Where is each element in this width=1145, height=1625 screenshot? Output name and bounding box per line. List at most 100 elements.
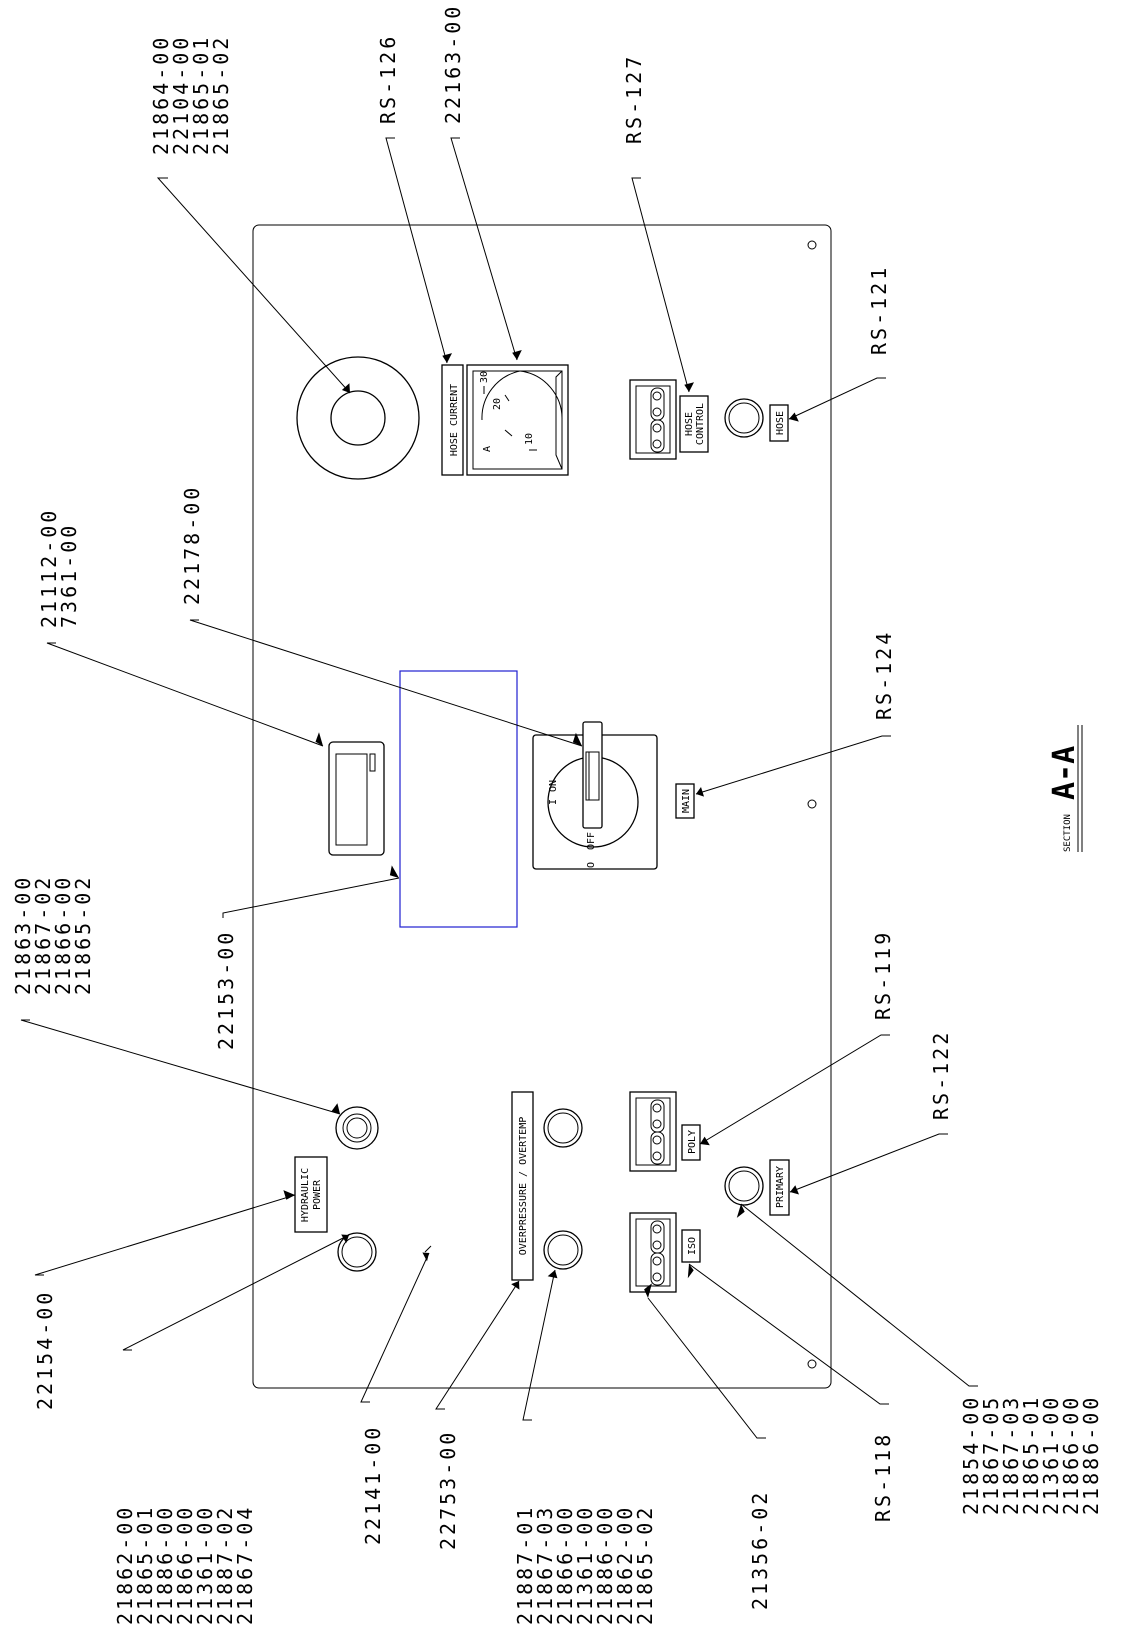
hose-control-switch — [629, 379, 677, 460]
hydraulic-power-button — [337, 1232, 377, 1272]
callout-indicator-light-1: 21863-00 — [11, 875, 35, 995]
leader-primary — [789, 1133, 948, 1193]
callout-emergency-stop-4: 21865-02 — [209, 35, 233, 155]
callout-iso: RS-118 — [871, 1432, 895, 1522]
callout-temperature-controller: 22153-00 — [214, 930, 238, 1050]
leader-indicator-light — [20, 1019, 341, 1115]
callout-emergency-stop-3: 21865-01 — [189, 35, 213, 155]
callout-hydraulic-button-5: 21361-00 — [193, 1505, 217, 1625]
callout-primary: RS-122 — [929, 1030, 953, 1120]
leader-lines — [20, 137, 978, 1439]
callout-emergency-stop-1: 21864-00 — [149, 35, 173, 155]
leader-overpressure-label — [435, 1280, 520, 1410]
callout-main-disconnect: 22178-00 — [180, 485, 204, 605]
hose-label: HOSE — [769, 404, 789, 442]
callout-overpressure-button-3: 21866-00 — [553, 1505, 577, 1625]
leader-main-label — [695, 735, 891, 795]
callout-overpressure-button-5: 21886-00 — [593, 1505, 617, 1625]
disconnect-on-symbol: I — [548, 799, 559, 805]
leader-arrowheads — [283, 350, 799, 1298]
poly-heater-switch — [629, 1091, 677, 1172]
emergency-stop-button — [296, 356, 420, 480]
mounting-hole-middle — [807, 799, 817, 809]
section-word: SECTION — [1063, 814, 1073, 852]
callout-primary-button-5: 21361-00 — [1039, 1395, 1063, 1515]
callout-main-label: RS-124 — [872, 630, 896, 720]
hydraulic-power-label-line2: POWER — [312, 1179, 323, 1210]
temperature-controller-outline — [399, 670, 518, 928]
callout-primary-button-1: 21854-00 — [959, 1395, 983, 1515]
callout-panel-plate: 22141-00 — [361, 1425, 385, 1545]
leader-panel-plate — [360, 1252, 430, 1403]
leader-overpressure-button — [522, 1269, 556, 1421]
leader-hose — [788, 377, 886, 420]
hose-label-text: HOSE — [775, 411, 786, 435]
leader-hour-meter — [46, 642, 324, 747]
callout-ammeter: 22163-00 — [441, 4, 465, 124]
hose-current-label: HOSE CURRENT — [441, 364, 464, 476]
gauge-tick-10: 10 — [524, 433, 535, 445]
iso-label-text: ISO — [687, 1237, 698, 1255]
hydraulic-power-label-line1: HYDRAULIC — [300, 1168, 311, 1222]
disconnect-off-text: OFF — [586, 832, 597, 850]
poly-label-text: POLY — [687, 1130, 698, 1154]
iso-label: ISO — [681, 1229, 701, 1263]
hose-button — [724, 398, 764, 438]
leader-hose-control — [631, 177, 690, 393]
main-label: MAIN — [675, 783, 695, 819]
gauge-tick-30: 30 — [479, 371, 490, 383]
leader-main-disconnect — [189, 619, 583, 747]
callout-heater-switch: 21356-02 — [748, 1490, 772, 1610]
callout-indicator-light-2: 21867-02 — [31, 875, 55, 995]
callout-hose: RS-121 — [867, 265, 891, 355]
callout-primary-button-3: 21867-03 — [999, 1395, 1023, 1515]
iso-heater-switch — [629, 1212, 677, 1293]
leader-heater-switch — [647, 1297, 766, 1439]
primary-button — [724, 1166, 764, 1206]
callout-hose-current: RS-126 — [376, 34, 400, 124]
mounting-hole-top — [807, 240, 817, 250]
callout-hydraulic-button-4: 21866-00 — [173, 1505, 197, 1625]
overpressure-label-text: OVERPRESSURE / OVERTEMP — [518, 1117, 529, 1255]
callout-hydraulic-button-2: 21865-01 — [133, 1505, 157, 1625]
callout-overpressure-button-7: 21865-02 — [633, 1505, 657, 1625]
mounting-hole-bottom — [807, 1359, 817, 1369]
leader-ammeter — [450, 137, 518, 361]
callout-hydraulic-button-3: 21886-00 — [153, 1505, 177, 1625]
callout-hydraulic-button-6: 21887-02 — [213, 1505, 237, 1625]
gauge-unit: A — [482, 446, 493, 452]
callout-hour-meter-1: 21112-00 — [37, 508, 61, 628]
overpressure-label: OVERPRESSURE / OVERTEMP — [511, 1091, 534, 1281]
disconnect-off-symbol: O — [586, 862, 597, 868]
hydraulic-power-label: HYDRAULIC POWER — [294, 1156, 328, 1233]
leader-poly — [699, 1034, 890, 1145]
leader-emergency-stop — [156, 177, 351, 394]
leader-temperature-controller — [222, 877, 400, 918]
poly-label: POLY — [681, 1124, 701, 1161]
overpressure-reset-button-top — [543, 1108, 583, 1148]
section-title: SECTION A-A — [1047, 725, 1083, 852]
callout-indicator-light-4: 21865-02 — [71, 875, 95, 995]
callout-hydraulic-button-7: 21867-04 — [233, 1505, 257, 1625]
panel-plate-mark — [424, 1245, 432, 1253]
primary-label: PRIMARY — [769, 1159, 790, 1216]
gauge-tick-20: 20 — [492, 398, 503, 410]
indicator-light — [335, 1106, 379, 1150]
leader-hydraulic-power-label — [34, 1194, 296, 1276]
disconnect-on-text: ON — [548, 780, 559, 792]
callout-hour-meter-2: 7361-00 — [57, 523, 81, 628]
leader-iso — [688, 1263, 889, 1405]
panel-outline — [252, 224, 832, 1389]
section-name: A-A — [1047, 746, 1082, 800]
callout-overpressure-button-4: 21361-00 — [573, 1505, 597, 1625]
callout-overpressure-button-2: 21867-03 — [533, 1505, 557, 1625]
callout-overpressure-button-1: 21887-01 — [513, 1505, 537, 1625]
callout-hydraulic-power-label: 22154-00 — [33, 1290, 57, 1410]
primary-label-text: PRIMARY — [775, 1166, 786, 1208]
leader-hydraulic-power-button — [122, 1234, 350, 1351]
callout-poly: RS-119 — [871, 930, 895, 1020]
callout-emergency-stop-2: 22104-00 — [169, 35, 193, 155]
hose-control-label-line2: CONTROL — [695, 403, 706, 445]
callout-primary-button-7: 21886-00 — [1079, 1395, 1103, 1515]
